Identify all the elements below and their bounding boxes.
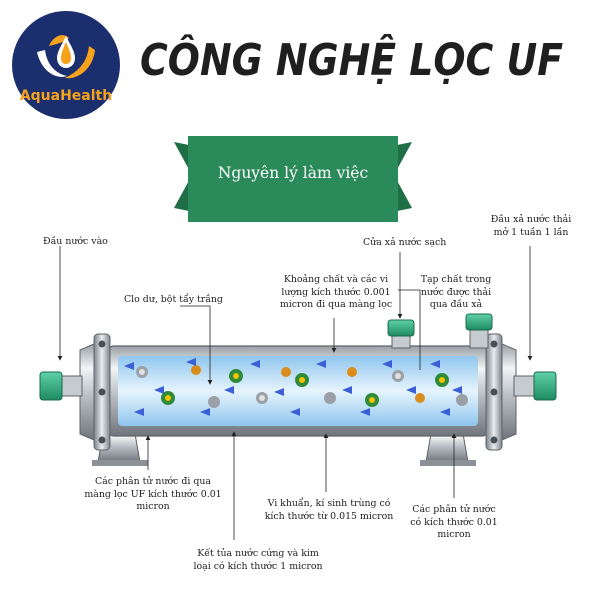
label-molecules-right-line: micron — [437, 529, 471, 540]
label-minerals-line: Khoảng chất và các vi — [283, 274, 389, 285]
label-drain: Đầu xả nước thải mở 1 tuần 1 lần — [472, 214, 590, 239]
label-molecules-right: Các phân tử nước có kích thước 0.01 micr… — [405, 504, 503, 542]
label-precipitate-line: Kết tủa nước cứng và kim — [197, 548, 319, 559]
flow-arrow-icon — [124, 358, 462, 416]
drain-port-top-right — [465, 313, 493, 349]
label-precipitate: Kết tủa nước cứng và kim loại có kích th… — [185, 548, 331, 573]
flange-right — [485, 333, 517, 451]
label-clean-outlet: Cửa xả nước sạch — [363, 237, 447, 248]
label-water-molecules-line: Các phân tử nước đi qua — [95, 476, 211, 487]
label-impurities-line: nước được thải — [420, 286, 492, 298]
label-bacteria-line: Vi khuẩn, kí sinh trùng có — [267, 498, 391, 509]
label-drain-line: mở 1 tuần 1 lần — [493, 226, 569, 238]
inlet-port — [39, 371, 83, 401]
label-impurities-line: Tạp chất trong — [420, 274, 492, 285]
label-minerals: Khoảng chất và các vi lượng kích thước 0… — [276, 274, 396, 312]
water-drop-icon — [57, 36, 75, 68]
page-title: CÔNG NGHỆ LỌC UF — [140, 35, 564, 86]
label-impurities: Tạp chất trong nước được thải qua đầu xả — [410, 274, 502, 312]
label-minerals-line: lượng kích thước 0.001 — [281, 286, 391, 298]
particles — [136, 365, 468, 408]
logo-text: AquaHealth — [20, 88, 112, 104]
label-minerals-line: micron đi qua màng lọc — [279, 299, 393, 310]
label-molecules-right-line: có kích thước 0.01 — [410, 516, 498, 528]
membrane-window — [118, 356, 478, 426]
label-drain-line: Đầu xả nước thải — [490, 214, 572, 225]
flange-left — [79, 333, 111, 451]
label-water-molecules: Các phân tử nước đi qua màng lọc UF kích… — [78, 476, 228, 514]
label-inlet: Đầu nước vào — [43, 236, 108, 247]
outlet-port-right — [513, 371, 557, 401]
label-impurities-line: qua đầu xả — [429, 299, 483, 310]
label-bacteria-line: kích thước từ 0.015 micron — [264, 510, 394, 522]
label-bacteria: Vi khuẩn, kí sinh trùng có kích thước từ… — [262, 498, 396, 523]
logo-hands-icon — [37, 35, 95, 79]
clean-water-port — [387, 319, 415, 349]
banner-title: Nguyên lý làm việc — [217, 164, 369, 182]
aquahealth-logo: AquaHealth — [9, 8, 123, 122]
label-chlorine: Clo dư, bột tẩy trắng — [124, 294, 223, 305]
label-water-molecules-line: micron — [136, 501, 170, 512]
label-molecules-right-line: Các phân tử nước — [412, 504, 496, 515]
leader-lines — [57, 246, 533, 540]
section-banner — [174, 136, 412, 222]
label-precipitate-line: loại có kích thước 1 micron — [193, 560, 323, 572]
label-water-molecules-line: màng lọc UF kích thước 0.01 — [84, 488, 222, 500]
